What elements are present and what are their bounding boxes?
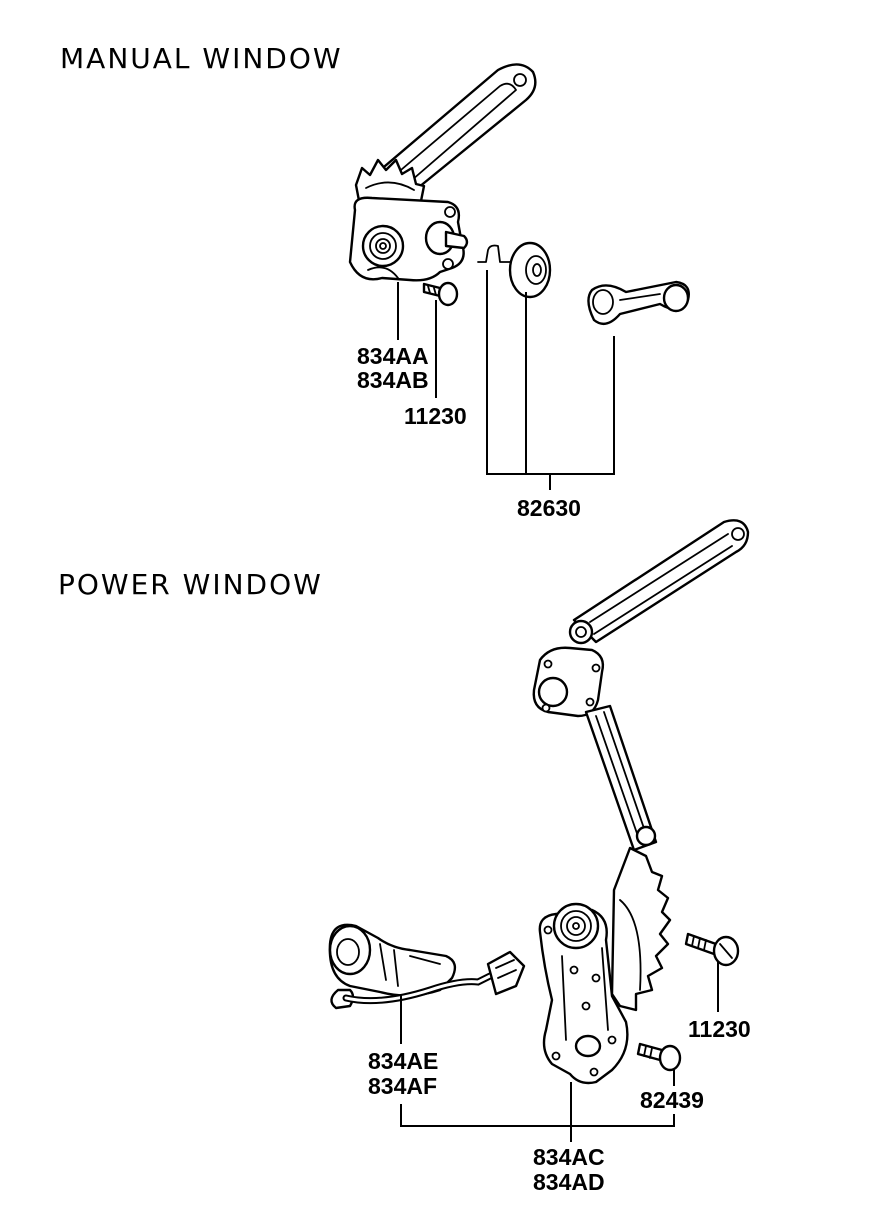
label-82630: 82630: [517, 495, 581, 521]
window-crank-handle: [587, 280, 690, 326]
power-screw: [636, 1042, 682, 1072]
handle-clip: [477, 244, 515, 263]
label-834af: 834AF: [368, 1073, 437, 1099]
power-window-regulator: [532, 519, 750, 1085]
power-bolt: [684, 932, 740, 967]
label-11230-manual: 11230: [404, 403, 467, 429]
power-window-motor: [328, 923, 526, 1010]
handle-washer: [508, 241, 552, 299]
manual-window-regulator: [348, 63, 537, 282]
label-11230-power: 11230: [688, 1016, 751, 1042]
label-82439: 82439: [640, 1087, 704, 1113]
manual-bolt: [422, 281, 459, 307]
label-834ab: 834AB: [357, 367, 429, 393]
label-834ad: 834AD: [533, 1169, 605, 1195]
power-window-title: POWER WINDOW: [58, 568, 323, 601]
manual-window-title: MANUAL WINDOW: [60, 42, 343, 75]
label-834ac: 834AC: [533, 1144, 605, 1170]
leader-82630-bracket: [486, 270, 615, 490]
label-834aa: 834AA: [357, 343, 429, 369]
label-834ae: 834AE: [368, 1048, 438, 1074]
leader-834ac-bracket: [400, 1082, 675, 1142]
